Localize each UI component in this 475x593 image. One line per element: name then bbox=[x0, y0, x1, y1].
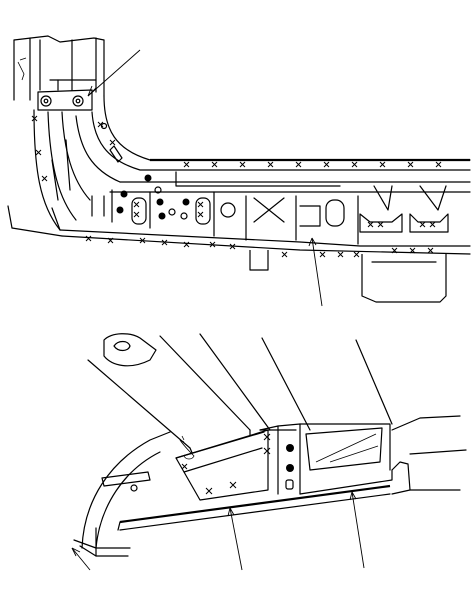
weld-marks-lower bbox=[181, 433, 271, 495]
weld-mark bbox=[435, 161, 442, 168]
pillar-to-sill-curves bbox=[33, 95, 471, 231]
weld-mark bbox=[379, 161, 386, 168]
pillar-bracket bbox=[37, 89, 93, 111]
leader-lines-lower bbox=[227, 491, 365, 571]
leader-lines-upper bbox=[87, 49, 323, 307]
lower-view bbox=[71, 333, 467, 571]
weld-mark bbox=[323, 161, 330, 168]
weld-mark bbox=[351, 161, 358, 168]
upper-view bbox=[7, 35, 471, 307]
weld-mark bbox=[211, 161, 218, 168]
plug-welds-upper bbox=[100, 122, 190, 220]
weld-mark bbox=[183, 161, 190, 168]
sill-panel bbox=[7, 171, 471, 255]
pillar-upper-section bbox=[13, 35, 105, 101]
sill-lower-flange bbox=[249, 250, 447, 303]
plug-welds-lower bbox=[179, 435, 294, 490]
sill-end-box bbox=[175, 415, 467, 501]
rocker-bottom bbox=[117, 484, 391, 531]
weld-mark bbox=[295, 161, 302, 168]
weld-mark bbox=[239, 161, 246, 168]
weld-marks-upper bbox=[31, 115, 442, 258]
weld-mark bbox=[267, 161, 274, 168]
wheelhouse-arch bbox=[71, 431, 171, 571]
sill-openings bbox=[131, 185, 449, 233]
weld-mark bbox=[407, 161, 414, 168]
